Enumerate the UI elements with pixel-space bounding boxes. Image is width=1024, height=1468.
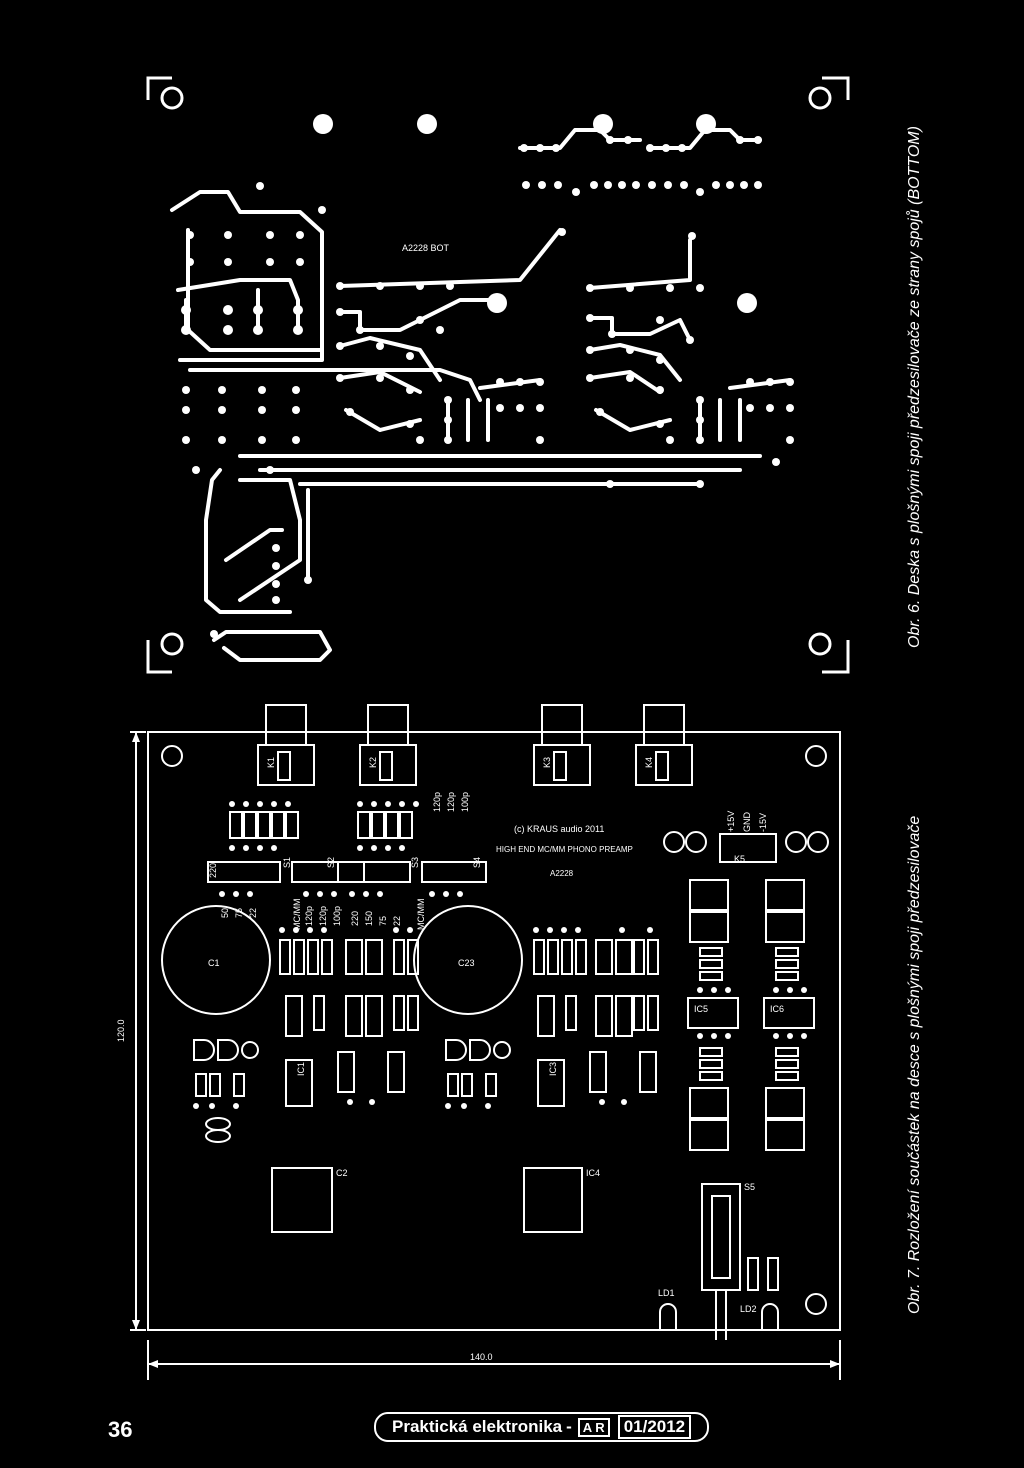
figure6-caption: Obr. 6. Deska s plošnými spoji předzesil… [906,126,923,648]
magazine-logo: A R [577,1417,610,1437]
magazine-name: Praktická elektronika [392,1417,563,1436]
figure7-caption: Obr. 7. Rozložení součástek na desce s p… [906,815,923,1314]
magazine-footer: Praktická elektronika - A R 01/2012 [374,1412,710,1442]
board-label: A2228 BOT [402,243,450,253]
issue-number: 01/2012 [617,1415,692,1439]
page-number: 36 [108,1417,133,1442]
